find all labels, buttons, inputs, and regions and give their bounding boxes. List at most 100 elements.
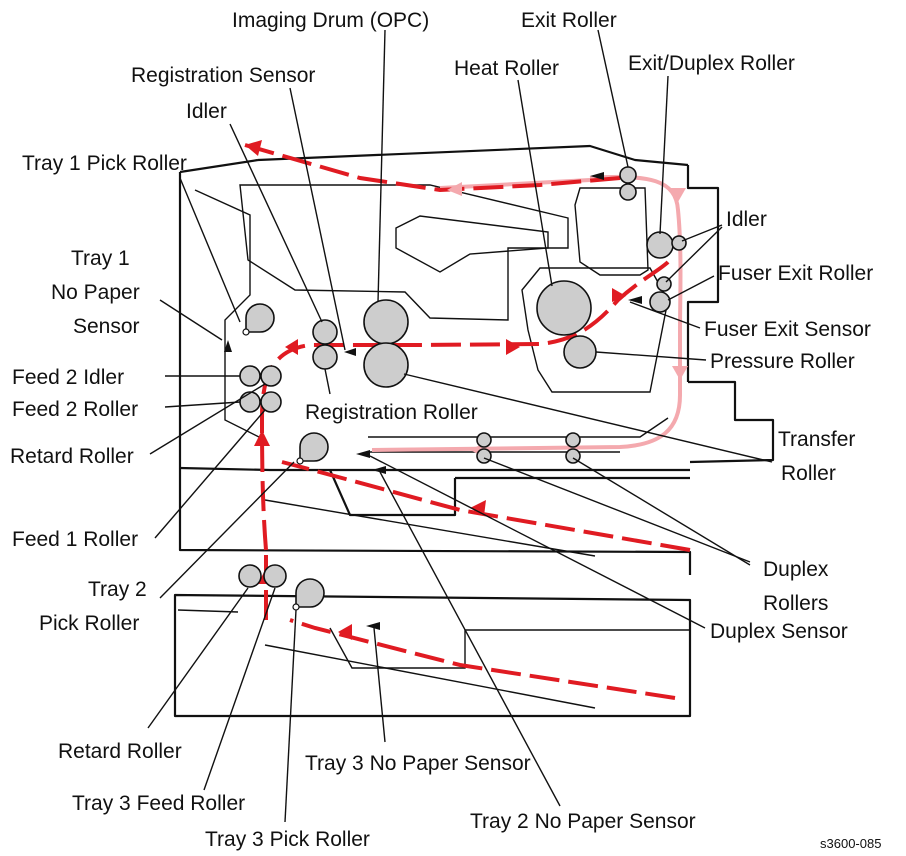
exit-duplex-roller [646, 231, 674, 259]
tray3-feed-path [289, 618, 676, 700]
leader-exit-roller [597, 29, 629, 168]
label-retard-roller-upper: Retard Roller [10, 445, 134, 468]
label-transfer-2: Roller [781, 462, 836, 485]
transfer-roller [363, 342, 409, 388]
label-tray3-no-paper-sensor: Tray 3 No Paper Sensor [305, 752, 531, 775]
duplex-sensor [356, 450, 370, 458]
leader-heat-roller [517, 79, 553, 287]
label-fuser-exit-roller: Fuser Exit Roller [718, 262, 873, 285]
registration-roller [312, 344, 338, 370]
tray2-feed-path [281, 460, 691, 552]
label-heat-roller: Heat Roller [454, 57, 559, 80]
leader-tray2-sensor [379, 471, 561, 807]
main-top-edge [178, 158, 692, 575]
tray3-pick-hub [292, 603, 300, 611]
leader-tray1-pick [179, 177, 241, 323]
sensors [224, 172, 642, 630]
tray2-floor [264, 499, 596, 557]
label-feed2-roller: Feed 2 Roller [12, 398, 138, 421]
label-tray2-pick-2: Pick Roller [39, 612, 139, 635]
duplex-guide-upper [368, 417, 669, 438]
label-fuser-exit-sensor: Fuser Exit Sensor [704, 318, 871, 341]
label-idler-right: Idler [726, 208, 767, 231]
label-transfer-1: Transfer [778, 428, 855, 451]
label-tray1-no-paper-1: Tray 1 [71, 247, 130, 270]
arrow-up-feed [254, 430, 270, 446]
leader-retard-roller-upper [149, 383, 266, 455]
leader-tray3-sensor [373, 627, 386, 743]
arrow-top-duplex [447, 182, 462, 196]
label-duplex-sensor: Duplex Sensor [710, 620, 848, 643]
label-tray3-feed-roller: Tray 3 Feed Roller [72, 792, 245, 815]
output-tray-cover [257, 144, 689, 167]
leader-idler-right-b [665, 226, 723, 283]
label-exit-roller: Exit Roller [521, 9, 617, 32]
labels: Imaging Drum (OPC) Exit Roller Registrat… [10, 9, 881, 851]
fuser-exit-sensor-flag [628, 296, 642, 304]
leader-tray3-pick [284, 609, 297, 823]
label-exit-duplex-roller: Exit/Duplex Roller [628, 52, 795, 75]
label-retard-roller-lower: Retard Roller [58, 740, 182, 763]
pressure-roller [563, 335, 597, 369]
label-idler-top: Idler [186, 100, 227, 123]
arrow-fuser-exit [612, 288, 626, 302]
right-side-upper [686, 165, 720, 382]
feed2-roller [260, 391, 282, 413]
label-tray1-no-paper-3: Sensor [73, 315, 140, 338]
leader-imaging-drum [377, 29, 386, 303]
arrow-exit-down [670, 188, 686, 202]
duplex-roller-2a [565, 432, 581, 448]
duplex-roller-1b [476, 448, 492, 464]
exit-roller-upper [619, 166, 637, 184]
tray1-no-paper-sensor [224, 340, 232, 352]
tray3-pick-roller [295, 578, 325, 608]
leader-duplex-roller-1 [483, 457, 751, 563]
exit-output-path [244, 143, 621, 193]
fuser-exit-roller [649, 291, 671, 313]
tray3-inner [177, 609, 690, 669]
tray3-no-paper-sensor [366, 622, 380, 630]
leader-duplex-roller-2 [572, 457, 751, 566]
leader-registration-roller [324, 368, 331, 395]
feed2-idler-left [239, 365, 261, 387]
label-duplex-rollers-2: Rollers [763, 592, 828, 615]
leader-fuser-exit-sensor [629, 301, 701, 329]
leader-exit-duplex-roller [659, 75, 669, 235]
leader-tray2-pick [159, 461, 295, 599]
arrow-tray2-left [470, 500, 486, 516]
exit-sensor-flag [590, 172, 604, 180]
figure-id: s3600-085 [820, 836, 881, 851]
tray2-pick-roller [299, 432, 329, 462]
leader-transfer-roller [403, 373, 773, 463]
arrow-duplex-down [672, 366, 688, 380]
leader-feed2-roller [164, 401, 241, 408]
laser-unit-outline [395, 215, 549, 273]
imaging-drum-roller [363, 299, 409, 345]
rollers [238, 166, 687, 611]
tray2-pick-hub [296, 457, 304, 465]
tray1-pick-hub [242, 328, 250, 336]
leader-lines [147, 29, 773, 823]
label-duplex-rollers-1: Duplex [763, 558, 829, 581]
leader-pressure-roller [595, 351, 707, 361]
leader-registration-sensor [289, 87, 346, 351]
retard-roller-upper [239, 391, 261, 413]
fuser-housing [574, 187, 649, 276]
label-tray3-pick-roller: Tray 3 Pick Roller [205, 828, 370, 851]
registration-sensor [344, 348, 356, 356]
arrow-registration [285, 339, 298, 355]
cartridge-outline [239, 184, 569, 321]
exit-roller-lower [619, 183, 637, 201]
duplex-roller-1a [476, 432, 492, 448]
label-registration-roller: Registration Roller [305, 401, 478, 424]
leader-retard-roller-lower [147, 587, 249, 729]
tray3-feed-roller [263, 564, 287, 588]
leader-idler-top [229, 123, 323, 323]
tray2-no-paper-sensor [372, 466, 386, 474]
leader-feed1-roller [154, 409, 266, 539]
leader-tray3-feed [203, 587, 276, 791]
leader-tray1-sensor [159, 299, 223, 341]
right-side-step [688, 380, 775, 464]
label-registration-sensor: Registration Sensor [131, 64, 315, 87]
